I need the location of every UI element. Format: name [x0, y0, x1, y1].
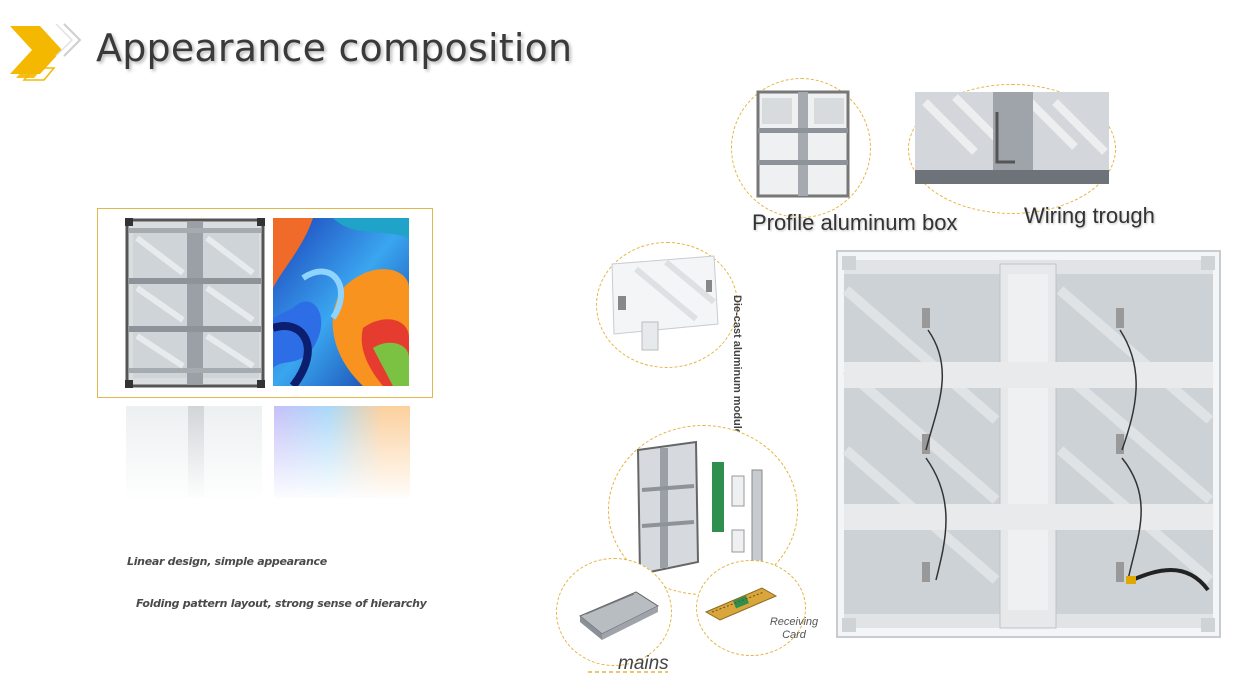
exploded-cabinet-image	[636, 440, 763, 576]
diecast-module-image	[611, 255, 719, 351]
mains-label: mains	[618, 653, 669, 674]
feature-text: Folding pattern layout, strong sense of …	[136, 597, 427, 610]
page-title: Appearance composition	[96, 26, 573, 70]
product-reflection	[118, 402, 418, 502]
diecast-modules-label: Die-cast aluminum modules	[731, 294, 743, 442]
chevron-arrow-icon	[10, 23, 82, 81]
mains-underline	[588, 671, 668, 673]
receiving-card-image	[704, 587, 778, 621]
power-supply-image	[579, 591, 660, 640]
cabinet-front-image	[273, 218, 409, 386]
cabinet-rear-view-image	[836, 250, 1221, 638]
feature-text: Linear design, simple appearance	[127, 555, 327, 568]
wiring-trough-label: Wiring trough	[1024, 203, 1155, 228]
receiving-card-label: Receiving Card	[769, 616, 819, 641]
cabinet-back-image	[125, 218, 265, 388]
profile-frame-image	[756, 90, 850, 198]
profile-aluminum-box-label: Profile aluminum box	[752, 210, 958, 235]
wiring-trough-image	[915, 92, 1109, 184]
